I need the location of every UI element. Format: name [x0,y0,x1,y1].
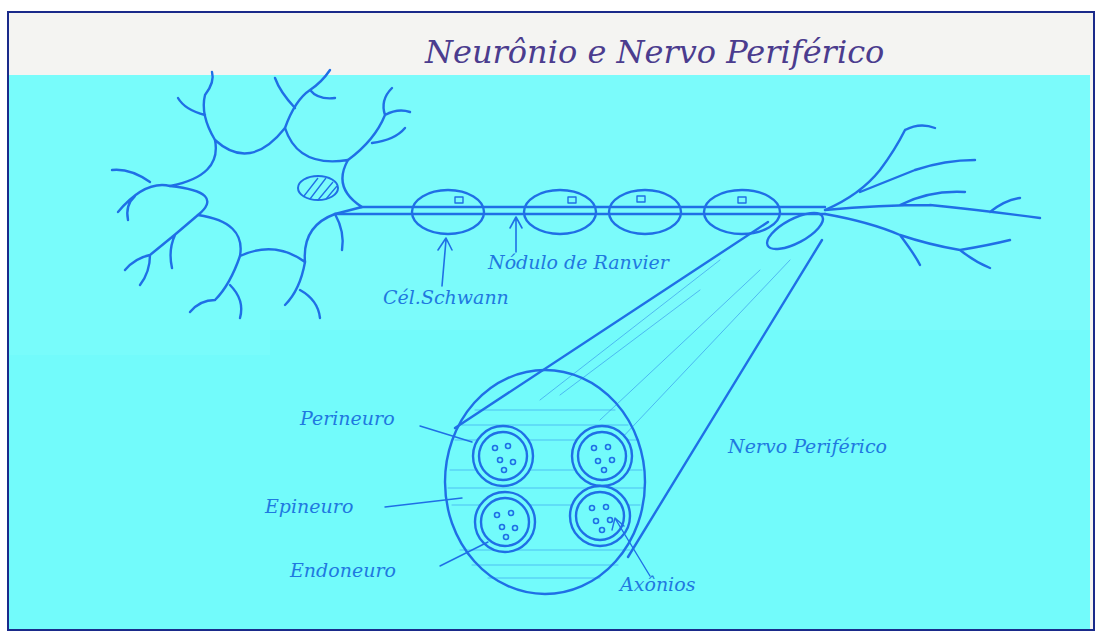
axon [335,207,825,214]
cyan-ground [8,75,1090,630]
epineurium-hatch [448,410,644,578]
part-label: Cél.Schwann [383,287,509,309]
axon-terminal [825,125,975,210]
dendrite [275,70,335,128]
soma [170,128,362,262]
dendrite [285,262,320,318]
dendrite [178,72,215,140]
leader-arrow [612,518,650,576]
cyan-patch [270,75,1090,330]
nerve-cut [762,206,828,256]
leader-arrow [510,217,522,252]
fascicle [473,426,632,552]
dendrite [190,256,241,318]
frame [8,12,1094,630]
dendrite [125,215,198,285]
leader-line [440,542,488,566]
nerve-section [445,370,645,594]
dendrite [335,214,343,250]
diagram-title: Neurônio e Nervo Periférico [425,34,884,71]
shading [540,260,790,440]
leader-line [385,498,462,507]
cyan-patch [8,75,270,355]
nucleus [298,176,338,200]
leader-arrow [438,238,452,286]
part-label: Endoneuro [290,560,396,582]
schwann-cell [524,190,596,234]
part-label: Axônios [620,574,695,596]
part-label: Epineuro [265,496,353,518]
part-label: Perineuro [300,408,395,430]
leader-line [420,426,472,442]
dendrite [348,88,410,160]
nerve-cone [455,222,822,557]
part-label: Nódulo de Ranvier [488,252,669,274]
schwann-nucleus [455,196,746,203]
axon-terminal [825,192,1040,218]
schwann-cell [412,190,484,234]
dendrite [112,170,170,220]
paper [8,12,1094,630]
axon-terminal [825,214,1010,268]
axon-dots [493,444,615,540]
part-label: Nervo Periférico [728,436,887,458]
